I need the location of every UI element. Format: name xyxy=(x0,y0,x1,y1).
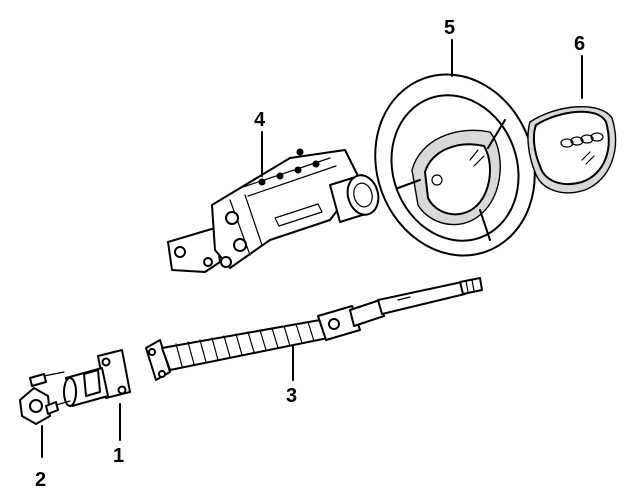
callout-1: 1 xyxy=(113,445,124,467)
steering-shaft xyxy=(145,277,483,381)
callout-5: 5 xyxy=(444,17,455,39)
lower-u-joint xyxy=(19,371,71,425)
callout-6: 6 xyxy=(574,33,585,55)
callout-3: 3 xyxy=(286,385,297,407)
callout-numbers: 1 2 3 4 5 6 xyxy=(35,17,585,491)
steering-column-housing xyxy=(167,148,380,273)
intermediate-coupler xyxy=(63,349,131,407)
leader-lines xyxy=(41,39,583,458)
air-bag-module xyxy=(527,106,617,194)
callout-2: 2 xyxy=(35,469,46,491)
steering-wheel xyxy=(374,73,536,257)
callout-4: 4 xyxy=(254,109,266,131)
